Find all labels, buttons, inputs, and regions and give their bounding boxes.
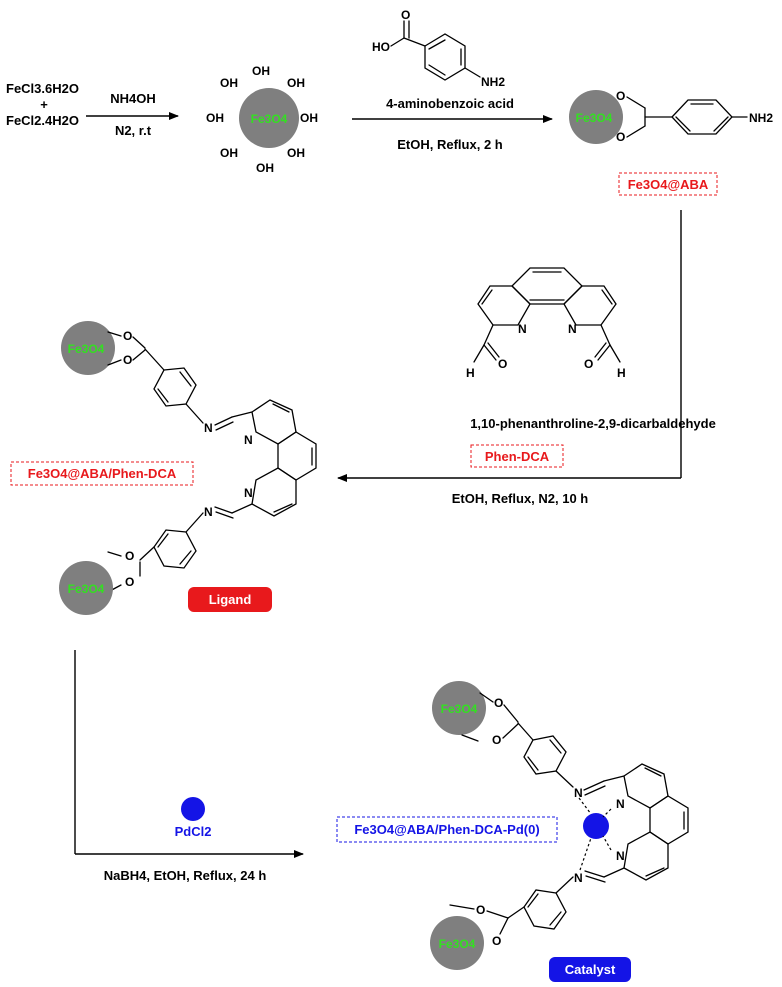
- fe3o4-core-label: Fe3O4: [576, 111, 613, 125]
- oxygen-label: O: [492, 934, 501, 948]
- fe3o4-core-label: Fe3O4: [439, 937, 476, 951]
- oxygen-label: O: [494, 696, 503, 710]
- step-1-conditions: N2, r.t: [115, 123, 152, 138]
- imine-nitrogen-label: N: [204, 505, 213, 519]
- catalyst-structure: Fe3O4 O O N N N N O O: [430, 681, 689, 970]
- fe3o4-core-label: Fe3O4: [68, 342, 105, 356]
- step-1-reagent: NH4OH: [110, 91, 156, 106]
- oxygen-label: O: [616, 130, 625, 144]
- oh-group: OH: [287, 146, 305, 160]
- oxygen-label: O: [125, 575, 134, 589]
- oxygen-label: O: [584, 357, 593, 371]
- phen-dca-name: 1,10-phenanthroline-2,9-dicarbaldehyde: [470, 416, 716, 431]
- phen-dca-label: Phen-DCA: [485, 449, 550, 464]
- ligand-badge-text: Ligand: [209, 592, 252, 607]
- oh-group: OH: [287, 76, 305, 90]
- imine-nitrogen-label: N: [574, 786, 583, 800]
- plus-sign: +: [40, 97, 48, 112]
- hydroxylated-fe3o4: Fe3O4 OH OH OH OH OH OH OH OH: [206, 64, 318, 175]
- nitrogen-label: N: [616, 797, 625, 811]
- oxygen-label: O: [125, 549, 134, 563]
- step-4-reagent: PdCl2: [175, 824, 212, 839]
- nitrogen-label: N: [518, 322, 527, 336]
- aminobenzoic-acid-structure: HO O NH2: [372, 8, 505, 89]
- ligand-badge: [188, 587, 272, 612]
- step-2-conditions: EtOH, Reflux, 2 h: [397, 137, 503, 152]
- fe3o4-aba-structure: Fe3O4 O O NH2: [569, 89, 773, 144]
- oh-group: OH: [252, 64, 270, 78]
- nitrogen-label: N: [568, 322, 577, 336]
- hydrogen-label: H: [617, 366, 626, 380]
- fe3o4-core-label: Fe3O4: [251, 112, 288, 126]
- ferrous-chloride-label: FeCl2.4H2O: [6, 113, 79, 128]
- ferric-chloride-label: FeCl3.6H2O: [6, 81, 79, 96]
- palladium-dot: [181, 797, 205, 821]
- step-3-conditions: EtOH, Reflux, N2, 10 h: [452, 491, 589, 506]
- oxygen-label: O: [616, 89, 625, 103]
- fe3o4-nanoparticle: [61, 321, 115, 375]
- catalyst-badge-text: Catalyst: [565, 962, 616, 977]
- oxygen-label: O: [492, 733, 501, 747]
- oxygen-label: O: [498, 357, 507, 371]
- hydrogen-label: H: [466, 366, 475, 380]
- fe3o4-core-label: Fe3O4: [441, 702, 478, 716]
- nitrogen-label: N: [244, 433, 253, 447]
- imine-nitrogen-label: N: [204, 421, 213, 435]
- fe3o4-nanoparticle: [432, 681, 486, 735]
- oh-group: OH: [220, 76, 238, 90]
- amine-label: NH2: [481, 75, 505, 89]
- fe3o4-aba-label: Fe3O4@ABA: [628, 177, 709, 192]
- acid-hydroxyl-label: HO: [372, 40, 390, 54]
- step-2-reagent: 4-aminobenzoic acid: [386, 96, 514, 111]
- nitrogen-label: N: [616, 849, 625, 863]
- catalyst-label: Fe3O4@ABA/Phen-DCA-Pd(0): [354, 822, 539, 837]
- fe3o4-nanoparticle: [59, 561, 113, 615]
- amine-label: NH2: [749, 111, 773, 125]
- oh-group: OH: [256, 161, 274, 175]
- imine-nitrogen-label: N: [574, 871, 583, 885]
- step-4-conditions: NaBH4, EtOH, Reflux, 24 h: [104, 868, 267, 883]
- phenanthroline-dicarbaldehyde-structure: N N H O O H: [466, 267, 626, 380]
- fe3o4-nanoparticle: [430, 916, 484, 970]
- catalyst-badge: [549, 957, 631, 982]
- ligand-label-box: [10, 461, 194, 486]
- fe3o4-core-label: Fe3O4: [68, 582, 105, 596]
- palladium-center: [583, 813, 609, 839]
- ligand-structure: Fe3O4 O O N N N N O O: [59, 321, 317, 615]
- oh-group: OH: [300, 111, 318, 125]
- catalyst-label-box: [336, 816, 558, 843]
- phen-dca-label-box: [470, 444, 564, 468]
- oxygen-label: O: [476, 903, 485, 917]
- oh-group: OH: [220, 146, 238, 160]
- ligand-label: Fe3O4@ABA/Phen-DCA: [28, 466, 177, 481]
- oxygen-label: O: [123, 329, 132, 343]
- carbonyl-oxygen-label: O: [401, 8, 410, 22]
- nitrogen-label: N: [244, 486, 253, 500]
- oxygen-label: O: [123, 353, 132, 367]
- iron-salt-reactants: FeCl3.6H2O + FeCl2.4H2O: [6, 81, 79, 128]
- oh-group: OH: [206, 111, 224, 125]
- fe3o4-nanoparticle: [239, 88, 299, 148]
- fe3o4-nanoparticle: [569, 90, 623, 144]
